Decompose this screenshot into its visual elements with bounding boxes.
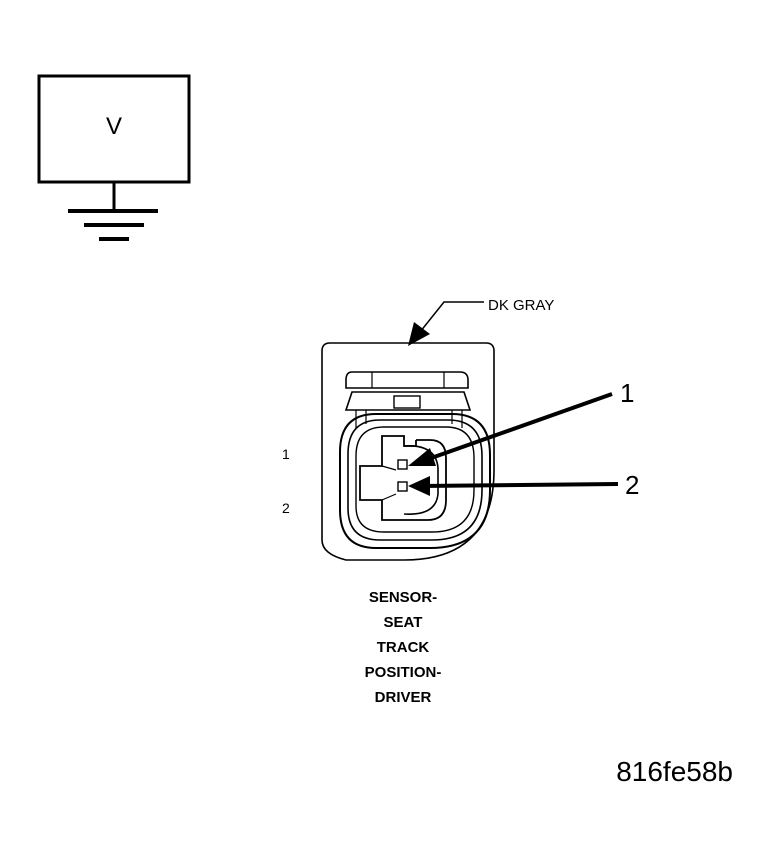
figure-id: 816fe58b xyxy=(616,756,733,787)
terminal-1 xyxy=(397,459,408,470)
pin-label-1: 1 xyxy=(282,446,290,462)
connector-title-line: POSITION- xyxy=(364,664,442,681)
connector-title-line: SENSOR- xyxy=(368,589,438,606)
connector-title-line: DRIVER xyxy=(374,689,432,706)
connector-title-line: TRACK xyxy=(376,639,430,656)
callout-arrow-1 xyxy=(408,392,613,466)
color-leader-arrow xyxy=(408,301,484,346)
pin-label-2: 2 xyxy=(282,500,290,516)
terminal-2 xyxy=(397,481,408,492)
callout-arrow-2 xyxy=(408,476,619,496)
wire-color-label: DK GRAY xyxy=(488,297,555,314)
connector-body xyxy=(321,342,495,561)
callout-label-1: 1 xyxy=(620,378,635,408)
voltmeter-symbol xyxy=(37,74,191,241)
voltmeter-label: V xyxy=(105,113,122,140)
connector-title-line: SEAT xyxy=(383,614,423,631)
callout-label-2: 2 xyxy=(625,470,640,500)
